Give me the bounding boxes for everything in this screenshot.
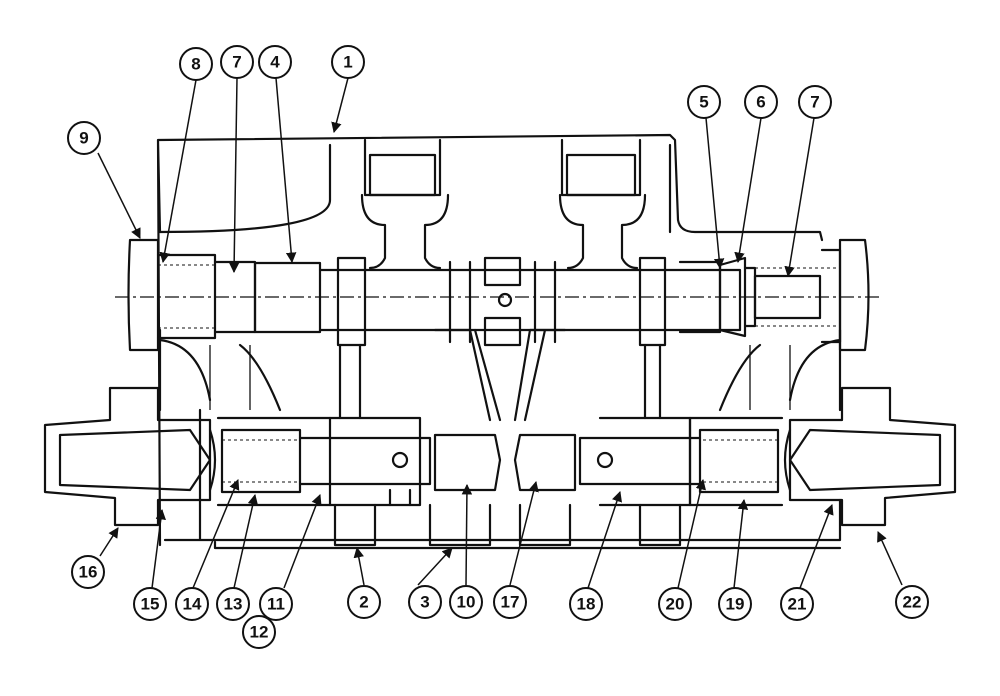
callout-18: 18 [569,587,603,621]
svg-text:21: 21 [788,595,807,614]
callout-12: 12 [242,615,276,649]
svg-text:1: 1 [343,53,352,72]
callout-leaders [97,77,903,589]
svg-text:15: 15 [141,595,160,614]
svg-text:2: 2 [359,593,368,612]
callout-20: 20 [658,587,692,621]
svg-text:9: 9 [79,129,88,148]
svg-text:7: 7 [810,93,819,112]
svg-text:16: 16 [79,563,98,582]
svg-text:3: 3 [420,593,429,612]
valve-body [156,133,842,550]
svg-text:12: 12 [250,623,269,642]
callout-11: 11 [259,587,293,621]
callout-5: 5 [687,85,721,119]
svg-text:14: 14 [183,595,202,614]
callout-22: 22 [895,585,929,619]
callout-14: 14 [175,587,209,621]
callout-4: 4 [258,45,292,79]
callout-9: 9 [67,121,101,155]
svg-text:22: 22 [903,593,922,612]
right-top-port [558,138,647,270]
svg-text:10: 10 [457,593,476,612]
upper-spool-assembly [115,238,880,352]
callout-19: 19 [718,587,752,621]
svg-text:7: 7 [232,53,241,72]
callout-1: 1 [331,45,365,79]
callout-17: 17 [493,585,527,619]
callout-6: 6 [744,85,778,119]
svg-text:8: 8 [191,55,200,74]
callout-3: 3 [408,585,442,619]
svg-text:18: 18 [577,595,596,614]
callout-21: 21 [780,587,814,621]
callout-15: 15 [133,587,167,621]
svg-text:13: 13 [224,595,243,614]
callout-13: 13 [216,587,250,621]
callout-16: 16 [71,555,105,589]
svg-text:5: 5 [699,93,708,112]
svg-text:4: 4 [270,53,280,72]
callout-7-left: 7 [220,45,254,79]
svg-text:19: 19 [726,595,745,614]
svg-text:20: 20 [666,595,685,614]
svg-text:17: 17 [501,593,520,612]
lower-right-spool-assembly [513,328,957,547]
svg-text:6: 6 [756,93,765,112]
callout-2: 2 [347,585,381,619]
left-top-port [360,138,450,270]
lower-left-spool-assembly [43,328,502,547]
callout-8: 8 [179,47,213,81]
callout-10: 10 [449,585,483,619]
callout-7-right: 7 [798,85,832,119]
svg-text:11: 11 [267,595,285,614]
